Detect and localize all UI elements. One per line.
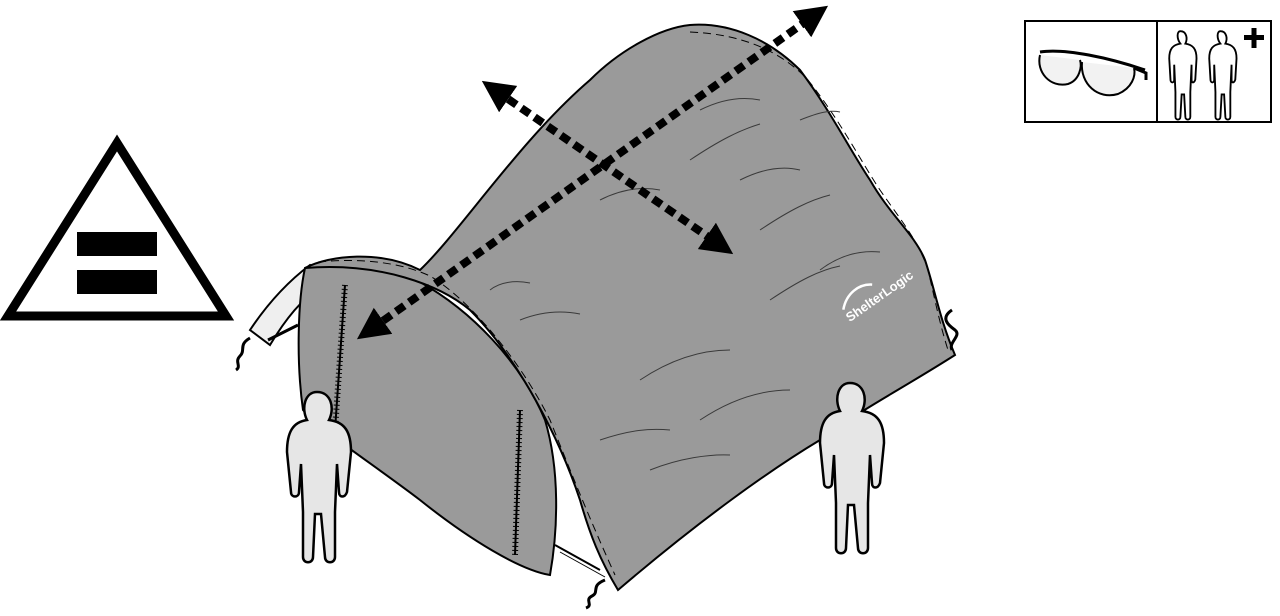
equal-sign-warning-icon — [8, 143, 226, 316]
safety-requirements-panel — [1025, 21, 1271, 122]
